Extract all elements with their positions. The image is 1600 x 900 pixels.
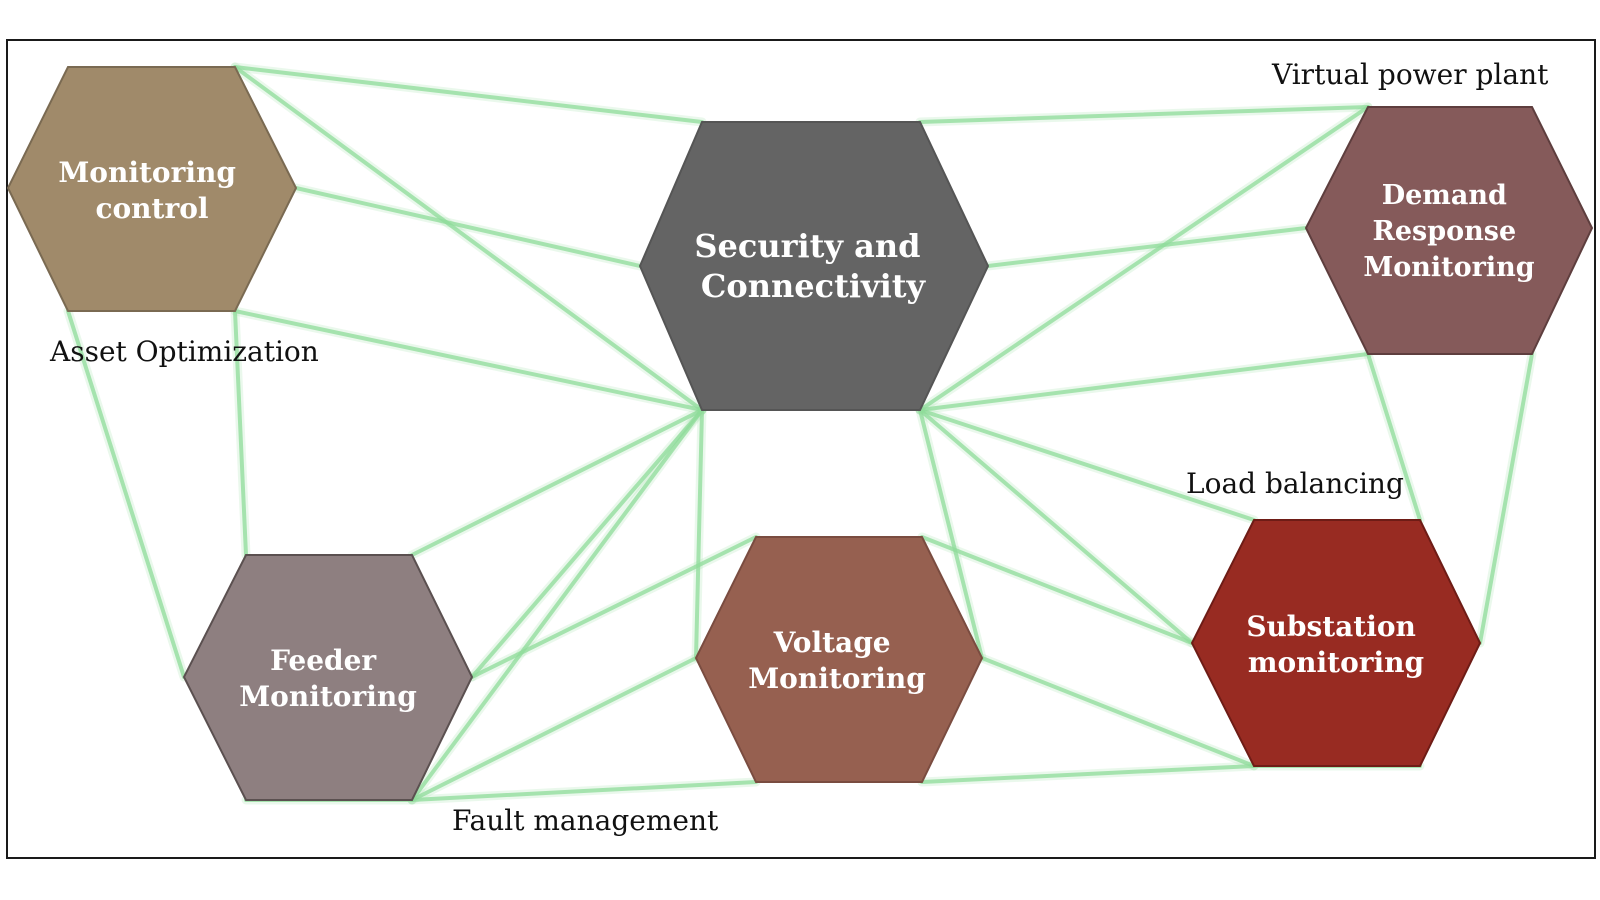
hex-demand-response: Demand Response Monitoring (1304, 106, 1594, 355)
connector-line (410, 656, 698, 802)
connector-line (918, 105, 1370, 412)
svg-text:Security and Connectiv: Security and Connectivity (694, 227, 931, 305)
hex-substation-monitoring: Substation monitoring (1190, 519, 1482, 767)
edge-layer (63, 62, 1537, 805)
hex-shape (1304, 106, 1594, 355)
connector-line (470, 535, 758, 679)
connector-line (918, 408, 1256, 522)
connector-line (410, 408, 704, 802)
hex-label-line: Monitoring (239, 680, 417, 713)
hex-label-line: control (95, 192, 208, 225)
hex-voltage-monitoring: Voltage Monitoring (694, 536, 984, 783)
svg-text:Substation monitoring: Substation monitoring (1246, 610, 1425, 679)
svg-text:Monitoring control: Monitoring control (58, 156, 245, 225)
connector-line (233, 65, 704, 124)
svg-text:Demand Response: Demand Response Monitoring (1363, 180, 1534, 283)
connector-line (980, 656, 1256, 768)
connector-line (410, 408, 704, 557)
hex-label-line: Demand (1382, 180, 1507, 211)
hex-shape (1190, 519, 1482, 767)
connector-line (918, 352, 1370, 412)
connector-line (1366, 352, 1422, 522)
connector-line (694, 408, 704, 660)
connector-line (986, 226, 1308, 268)
connector-line (294, 186, 642, 268)
connector-line (920, 764, 1256, 784)
hex-label-line: Monitoring (748, 662, 926, 695)
svg-text:Voltage Monitoring: Voltage Monitoring (748, 626, 926, 695)
hex-label-line: Substation (1246, 610, 1416, 643)
connector-line (918, 408, 1194, 645)
connector-line (470, 408, 704, 679)
connector-line (233, 309, 248, 557)
hex-label-line: Feeder (270, 644, 377, 677)
connector-line (66, 309, 186, 679)
hex-label-line: Voltage (773, 626, 891, 659)
hex-label-line: Monitoring (1363, 252, 1534, 283)
hex-label-line: monitoring (1248, 646, 1424, 679)
hex-shape (694, 536, 984, 783)
hex-monitoring-control: Monitoring control (6, 66, 298, 312)
hex-security-connectivity: Security and Connectivity (638, 121, 990, 411)
connector-line (1478, 352, 1534, 645)
connector-line (918, 408, 984, 660)
svg-text:Feeder Monitoring: Feeder Monitoring (239, 644, 417, 713)
hex-label-line: Monitoring (58, 156, 236, 189)
node-layer: Monitoring control Security and Connecti… (6, 66, 1594, 801)
hex-label-line: Response (1372, 216, 1516, 247)
label-load-balancing: Load balancing (1186, 467, 1404, 500)
connector-line (233, 309, 704, 412)
annotation-labels: Virtual power plant Asset Optimization L… (49, 58, 1549, 837)
hex-shape (182, 554, 474, 801)
label-virtual-power-plant: Virtual power plant (1271, 58, 1549, 91)
connector-line (233, 65, 704, 412)
hex-label-line: Security and (694, 227, 920, 265)
hex-feeder-monitoring: Feeder Monitoring (182, 554, 474, 801)
connector-line (918, 105, 1370, 124)
hex-shape (638, 121, 990, 411)
label-asset-optimization: Asset Optimization (49, 335, 319, 368)
label-fault-management: Fault management (452, 804, 719, 837)
hex-label-line: Connectivity (701, 267, 927, 305)
hex-shape (6, 66, 298, 312)
connector-line (410, 780, 758, 802)
connector-line (920, 535, 1194, 645)
